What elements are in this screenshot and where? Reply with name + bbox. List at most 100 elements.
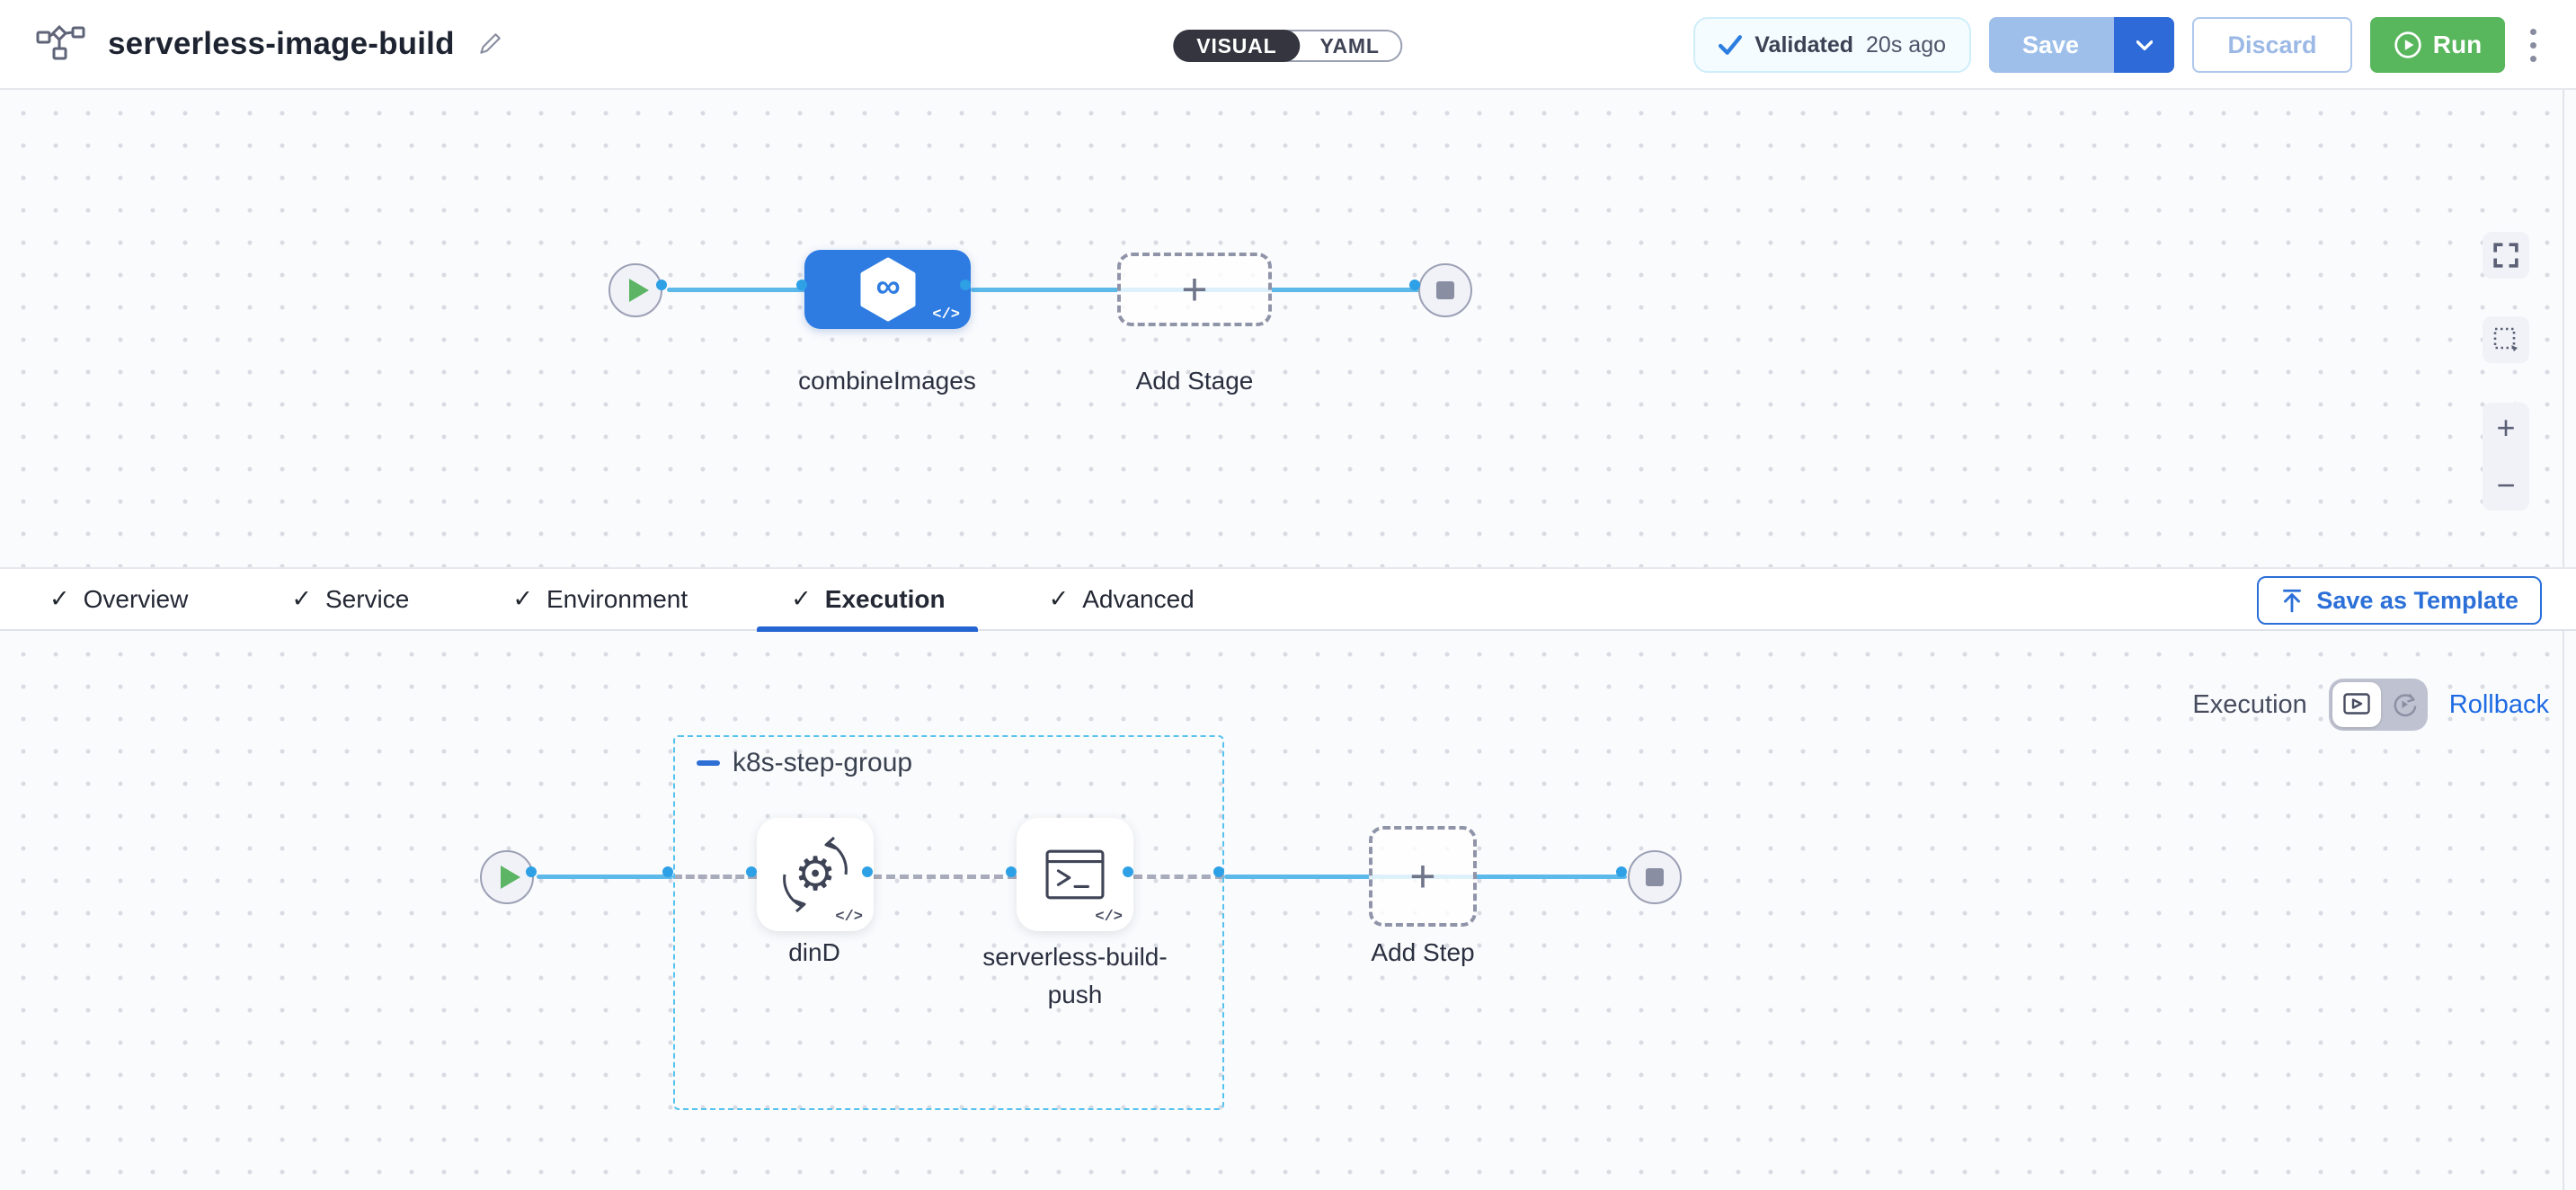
connection-port[interactable] <box>796 280 807 290</box>
check-icon: ✓ <box>512 585 533 612</box>
save-button[interactable]: Save <box>1989 17 2112 73</box>
save-split-button: Save <box>1989 17 2174 73</box>
execution-rollback-toggle <box>2328 679 2428 731</box>
execution-play-icon <box>2343 693 2370 715</box>
check-icon: ✓ <box>1048 585 1070 612</box>
connection-port[interactable] <box>656 280 667 290</box>
add-stage-label: Add Stage <box>1135 367 1254 395</box>
fit-to-screen-button[interactable] <box>2483 232 2529 279</box>
pipeline-start-node <box>608 263 662 317</box>
code-badge-icon: </> <box>932 306 960 324</box>
plus-icon: + <box>1409 851 1436 901</box>
check-icon <box>1719 34 1743 56</box>
edit-title-icon[interactable] <box>476 31 503 58</box>
stage-tabbar: ✓ Overview ✓ Service ✓ Environment ✓ Exe… <box>0 567 2576 632</box>
add-step-label: Add Step <box>1371 938 1475 966</box>
visual-yaml-toggle: VISUAL YAML <box>1173 30 1403 62</box>
dashed-connector <box>1133 875 1224 879</box>
step-node-dind[interactable]: ⚙ </> <box>757 818 874 931</box>
check-icon: ✓ <box>49 585 70 612</box>
execution-start-node <box>480 850 534 904</box>
connection-port[interactable] <box>862 866 873 877</box>
connector-line <box>537 875 673 879</box>
chevron-down-icon <box>2136 40 2153 50</box>
step-group-k8s[interactable]: k8s-step-group <box>673 735 1224 1110</box>
step-label-dind: dinD <box>788 938 840 966</box>
header-bar: serverless-image-build VISUAL YAML Valid… <box>0 0 2576 90</box>
save-as-template-button[interactable]: Save as Template <box>2257 576 2542 625</box>
play-icon <box>500 866 520 889</box>
run-step-terminal-icon <box>1045 849 1105 900</box>
more-options-button[interactable] <box>2523 23 2544 67</box>
tab-advanced[interactable]: ✓ Advanced <box>1049 568 1195 630</box>
pipeline-icon <box>36 23 86 65</box>
svg-text:⚙: ⚙ <box>795 848 837 901</box>
stage-canvas[interactable]: ∞ </> + combineImages Add Stage <box>0 90 2576 567</box>
zoom-in-button[interactable]: + <box>2496 409 2516 446</box>
execution-mode-button[interactable] <box>2332 682 2381 727</box>
connection-port[interactable] <box>1006 866 1017 877</box>
run-label: Run <box>2432 31 2483 58</box>
connection-port[interactable] <box>746 866 757 877</box>
dashed-connector <box>673 875 757 879</box>
marquee-select-button[interactable] <box>2483 316 2529 363</box>
dind-gear-icon: ⚙ <box>775 834 856 915</box>
tab-service[interactable]: ✓ Service <box>291 568 409 630</box>
save-as-template-label: Save as Template <box>2316 586 2518 614</box>
rollback-link[interactable]: Rollback <box>2448 689 2549 719</box>
execution-mode-row: Execution Rollback <box>2192 679 2549 731</box>
stop-icon <box>1436 281 1454 299</box>
add-stage-button[interactable]: + <box>1117 253 1272 326</box>
tab-visual[interactable]: VISUAL <box>1173 30 1301 62</box>
dashed-connector <box>873 875 1017 879</box>
tab-yaml[interactable]: YAML <box>1319 33 1380 58</box>
add-step-button[interactable]: + <box>1369 826 1477 927</box>
page-title: serverless-image-build <box>108 26 455 61</box>
tab-label: Advanced <box>1082 584 1195 613</box>
execution-end-node <box>1628 850 1682 904</box>
tab-label: Service <box>324 584 410 613</box>
connection-port[interactable] <box>526 866 537 877</box>
step-label-serverless: serverless-build-push <box>982 943 1168 1008</box>
run-play-icon <box>2394 31 2422 59</box>
connection-port[interactable] <box>1123 866 1133 877</box>
tab-execution[interactable]: ✓ Execution <box>757 568 979 632</box>
infinity-glyph: ∞ <box>875 268 900 306</box>
connection-port[interactable] <box>960 280 971 290</box>
connection-port[interactable] <box>1409 280 1420 290</box>
save-options-button[interactable] <box>2112 17 2174 73</box>
tab-label: Execution <box>824 584 946 613</box>
run-button[interactable]: Run <box>2370 17 2505 73</box>
stage-label: combineImages <box>798 367 976 395</box>
code-badge-icon: </> <box>835 909 863 926</box>
rollback-icon <box>2394 693 2417 717</box>
validated-badge[interactable]: Validated 20s ago <box>1693 17 1971 73</box>
stop-icon <box>1646 868 1664 886</box>
collapse-group-icon[interactable] <box>697 760 720 766</box>
tab-environment[interactable]: ✓ Environment <box>512 568 688 630</box>
step-node-serverless-build-push[interactable]: </> <box>1017 818 1133 931</box>
canvas-right-edge <box>2563 90 2564 1190</box>
check-icon: ✓ <box>291 585 312 612</box>
ci-stage-icon: ∞ <box>859 257 917 322</box>
zoom-out-button[interactable]: − <box>2496 466 2516 503</box>
discard-button[interactable]: Discard <box>2192 17 2352 73</box>
execution-canvas[interactable]: Execution Rollback <box>0 631 2576 1190</box>
header-actions: Validated 20s ago Save Discard <box>1693 17 2544 73</box>
tab-overview[interactable]: ✓ Overview <box>49 568 188 630</box>
plus-icon: + <box>1181 264 1208 315</box>
upload-icon <box>2280 588 2304 613</box>
connection-port[interactable] <box>1616 866 1627 877</box>
rollback-mode-button[interactable] <box>2381 691 2428 718</box>
stage-node-combineimages[interactable]: ∞ </> <box>804 250 971 329</box>
zoom-controls: + − <box>2483 403 2529 511</box>
connection-port[interactable] <box>1213 866 1224 877</box>
header-left: serverless-image-build <box>36 0 503 88</box>
tab-label: Environment <box>546 584 688 613</box>
step-group-label: k8s-step-group <box>733 748 913 777</box>
tab-label: Overview <box>83 584 189 613</box>
code-badge-icon: </> <box>1095 909 1123 926</box>
pipeline-end-node <box>1418 263 1472 317</box>
connection-port[interactable] <box>662 866 673 877</box>
